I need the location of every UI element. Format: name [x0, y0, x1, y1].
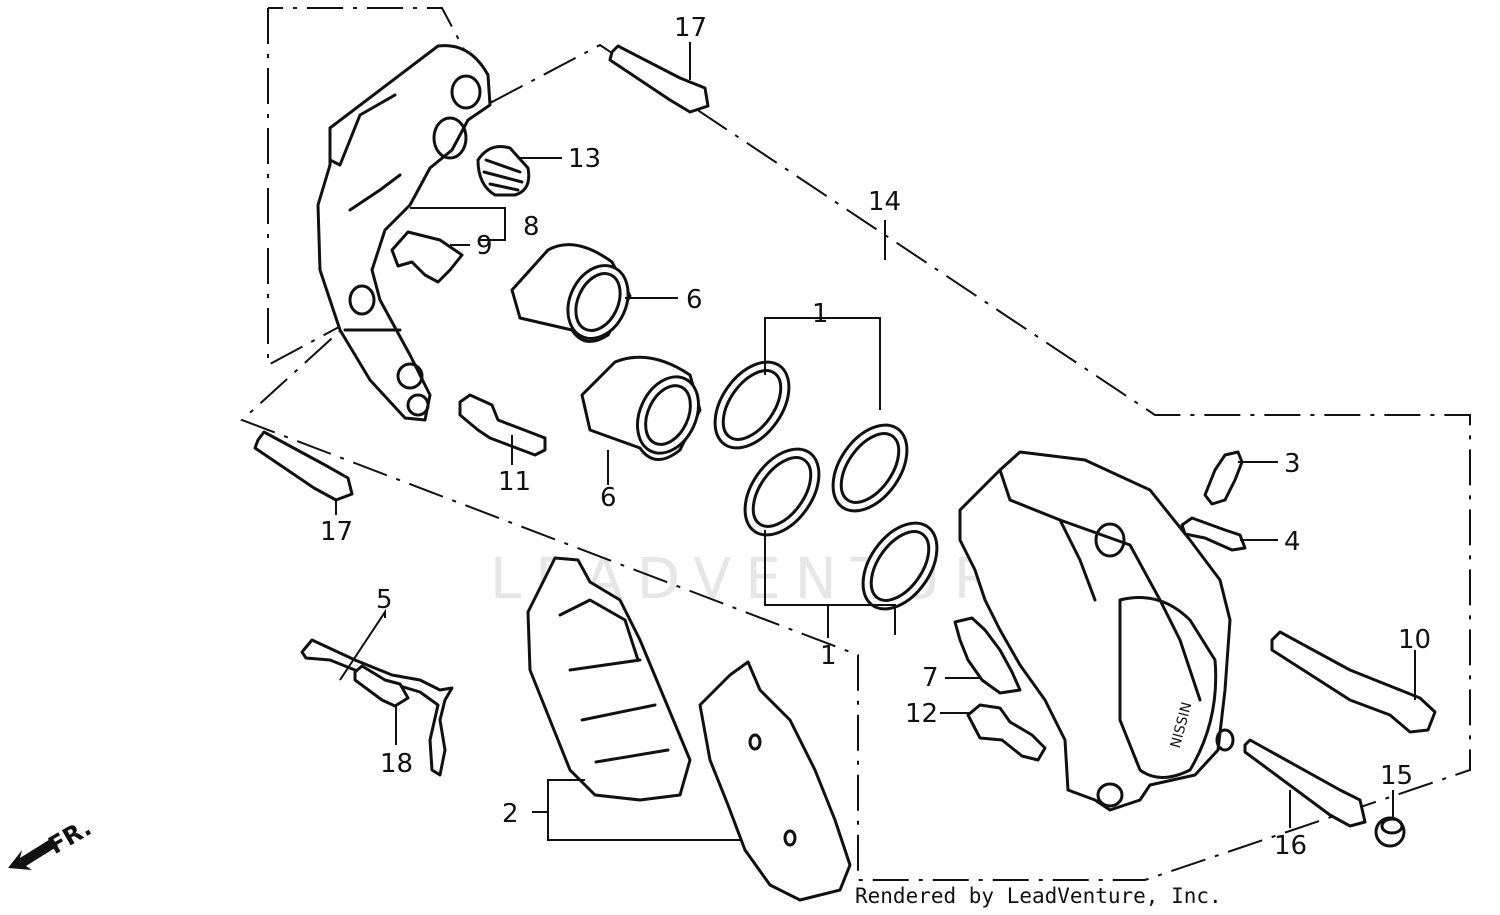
callout-16: 16 [1274, 831, 1307, 861]
piston-6-lower [580, 355, 702, 461]
callout-2: 2 [502, 799, 519, 829]
callout-18: 18 [380, 749, 413, 779]
piston-seals-1 [713, 360, 939, 611]
callout-10: 10 [1398, 625, 1431, 655]
callout-1-upper: 1 [812, 299, 829, 329]
render-credit: Rendered by LeadVenture, Inc. [855, 884, 1222, 908]
pin-plug-15 [1374, 816, 1406, 848]
bolt-17-lower [253, 430, 354, 502]
callout-3: 3 [1284, 449, 1301, 479]
pad-retainer-9 [390, 230, 464, 284]
callout-14: 14 [868, 187, 901, 217]
callout-4: 4 [1284, 527, 1301, 557]
caliper-body-14: NISSIN [958, 450, 1235, 812]
direction-label: FR. [44, 813, 96, 859]
callout-8: 8 [523, 212, 540, 242]
valve-12 [966, 703, 1047, 762]
callout-17-lower: 17 [320, 517, 353, 547]
bolt-18 [353, 664, 410, 708]
pad-spring-7 [953, 616, 1022, 695]
callout-17-upper: 17 [674, 13, 707, 43]
pad-pin-16 [1243, 738, 1367, 828]
callout-12: 12 [905, 699, 938, 729]
callout-13: 13 [568, 144, 601, 174]
callout-1-lower: 1 [820, 641, 837, 671]
caliper-bracket-8 [316, 44, 492, 422]
bolt-17-upper [608, 44, 710, 114]
callout-9: 9 [476, 231, 493, 261]
pad-spring-5 [300, 638, 454, 777]
brake-pad-2-front [526, 556, 692, 802]
piston-6-upper [510, 243, 632, 343]
bleeder-cap-4 [1180, 516, 1247, 552]
brake-pad-2-rear [698, 660, 852, 902]
callout-11: 11 [498, 467, 531, 497]
callout-6-upper: 6 [686, 285, 703, 315]
callout-6-lower: 6 [600, 483, 617, 513]
front-direction-arrow: FR. [8, 813, 96, 870]
bleeder-screw-3 [1203, 450, 1244, 506]
pin-bolt-10 [1270, 630, 1437, 734]
dust-boot-13 [476, 145, 531, 197]
assembly-outline-14 [240, 7, 1471, 881]
callout-5: 5 [376, 585, 393, 615]
callout-7: 7 [922, 663, 939, 693]
callout-15: 15 [1380, 761, 1413, 791]
leader-lines [335, 42, 1416, 841]
slide-pin-11 [458, 393, 547, 457]
